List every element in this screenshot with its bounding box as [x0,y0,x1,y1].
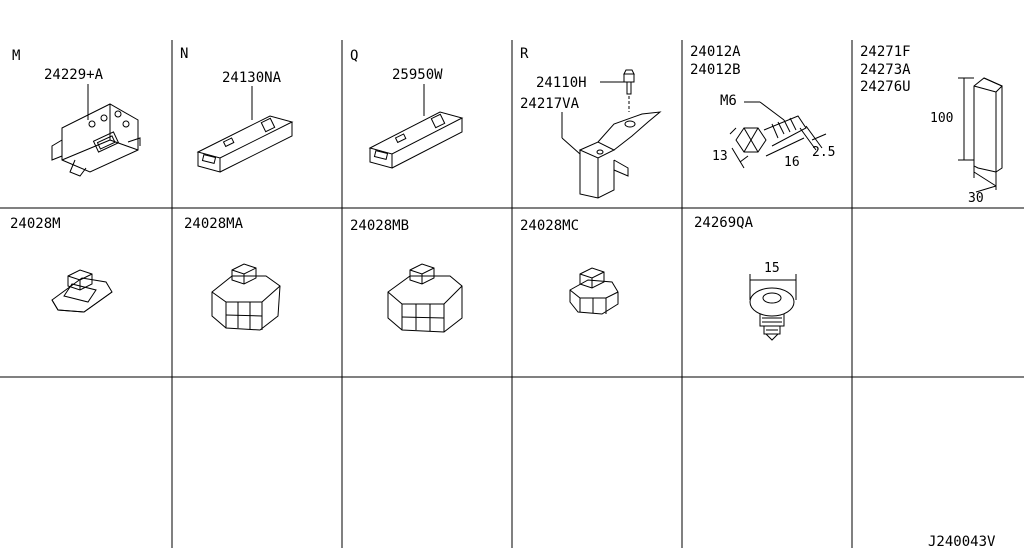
callout-m6: M6 [720,93,737,109]
diagram-id: J240043V [928,534,996,550]
part-number-24012a: 24012A [690,44,741,60]
dim-30: 30 [968,191,984,206]
connector-24028mc-drawing [569,267,619,315]
part-number-24028mb: 24028MB [350,218,410,234]
connector-24028mb-drawing [387,263,463,333]
part-number-24028mc: 24028MC [520,218,580,234]
dim-13: 13 [712,149,728,164]
part-number-24229a: 24229+A [44,67,104,83]
part-number-24110h: 24110H [536,75,587,91]
grid-lines [0,40,1024,548]
cell-r-letter: R [520,46,529,62]
bolt-bracket-24110h-drawing [561,69,662,199]
dim-15: 15 [764,261,780,276]
dim-2-5: 2.5 [812,145,836,160]
part-number-24269qa: 24269QA [694,215,754,231]
part-number-24130na: 24130NA [222,70,282,86]
bracket-24229a-drawing [51,84,141,177]
terminal-25950w-drawing [368,84,464,169]
part-number-24028m: 24028M [10,216,61,232]
connector-24028m-drawing [51,269,113,313]
cell-q-letter: Q [350,48,359,64]
clip-24269qa-drawing [749,274,797,341]
dim-16: 16 [784,155,800,170]
part-number-24271f: 24271F [860,44,911,60]
part-number-24012b: 24012B [690,62,741,78]
part-number-24276u: 24276U [860,79,911,95]
part-number-24273a: 24273A [860,62,911,78]
cell-m-letter: M [12,48,21,64]
part-number-24217va: 24217VA [520,96,580,112]
hex-bolt-24012-drawing [729,101,827,169]
connector-24028ma-drawing [211,263,281,331]
part-number-24028ma: 24028MA [184,216,244,232]
dim-100: 100 [930,111,954,126]
terminal-24130na-drawing [196,86,294,173]
foam-strip-24271-drawing [958,77,1003,193]
cell-n-letter: N [180,46,189,62]
part-number-25950w: 25950W [392,67,443,83]
